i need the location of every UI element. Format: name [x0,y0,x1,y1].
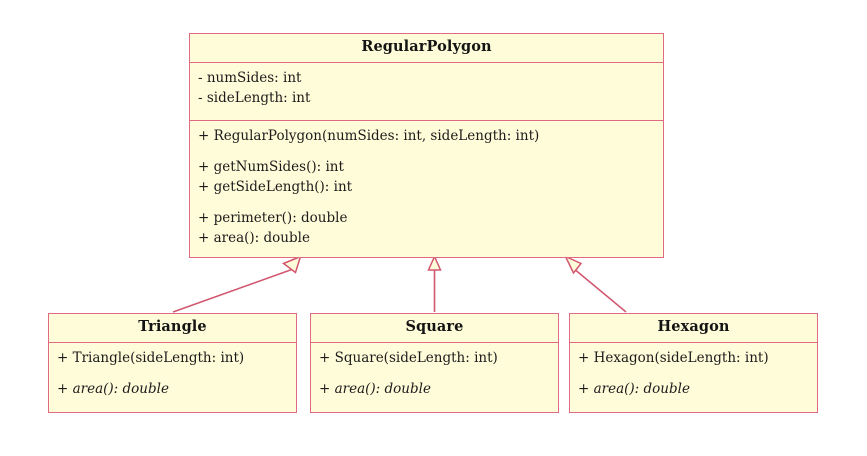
generalization-triangle-to-regularpolygon [172,255,302,313]
class-name-square: Square [311,314,558,343]
methods-compartment-square: + Square(sideLength: int) + area(): doub… [311,343,558,407]
methods-compartment-regularpolygon: + RegularPolygon(numSides: int, sideLeng… [190,119,663,256]
constructor-square: + Square(sideLength: int) [319,349,498,366]
hollow-triangle-arrowhead-icon [427,254,442,271]
class-name-hexagon: Hexagon [570,314,817,343]
generalization-line-hexagon [572,267,627,313]
attribute-sidelength: - sideLength: int [198,89,311,106]
generalization-hexagon-to-regularpolygon [563,254,627,313]
generalization-line-triangle [172,267,297,313]
methods-compartment-triangle: + Triangle(sideLength: int) + area(): do… [49,343,296,407]
hollow-triangle-arrowhead-icon [281,255,302,274]
class-name-regularpolygon: RegularPolygon [190,34,663,63]
generalization-square-to-regularpolygon [427,254,442,312]
member-spacer [57,369,288,380]
member-spacer [578,369,809,380]
method-area-triangle: + area(): double [57,380,169,397]
uml-class-triangle[interactable]: Triangle + Triangle(sideLength: int) + a… [48,313,297,413]
uml-class-square[interactable]: Square + Square(sideLength: int) + area(… [310,313,559,413]
member-spacer [198,198,655,209]
uml-class-hexagon[interactable]: Hexagon + Hexagon(sideLength: int) + are… [569,313,818,413]
method-getnumsides: + getNumSides(): int [198,158,344,175]
method-area-square: + area(): double [319,380,431,397]
method-area: + area(): double [198,229,310,246]
member-spacer [198,147,655,158]
constructor-regularpolygon: + RegularPolygon(numSides: int, sideLeng… [198,127,540,144]
method-perimeter: + perimeter(): double [198,209,348,226]
method-area-hexagon: + area(): double [578,380,690,397]
attribute-numsides: - numSides: int [198,69,302,86]
constructor-hexagon: + Hexagon(sideLength: int) [578,349,769,366]
member-spacer [319,369,550,380]
methods-compartment-hexagon: + Hexagon(sideLength: int) + area(): dou… [570,343,817,407]
constructor-triangle: + Triangle(sideLength: int) [57,349,245,366]
hollow-triangle-arrowhead-icon [563,254,583,275]
method-getsidelength: + getSideLength(): int [198,178,353,195]
attributes-compartment-regularpolygon: - numSides: int - sideLength: int [190,63,663,120]
class-name-triangle: Triangle [49,314,296,343]
uml-class-regularpolygon[interactable]: RegularPolygon - numSides: int - sideLen… [189,33,664,258]
